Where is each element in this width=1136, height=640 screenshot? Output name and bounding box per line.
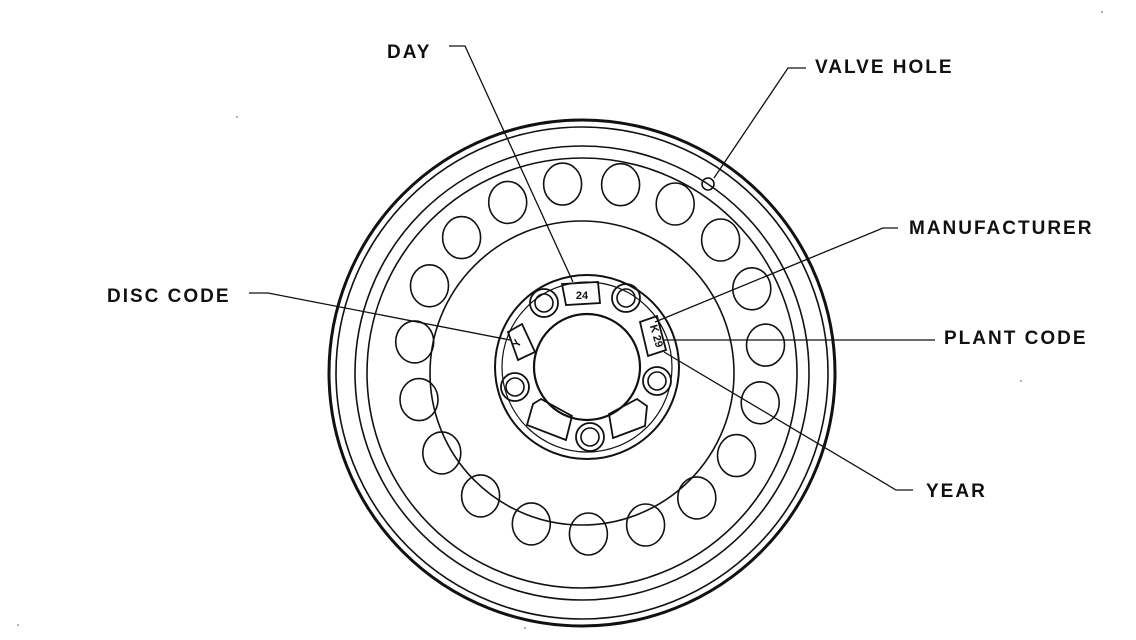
label-manufacturer: MANUFACTURER — [909, 218, 1093, 239]
stamp-disc-pad: Y — [506, 322, 537, 362]
leader-valve-hole — [713, 67, 806, 179]
plant-stamp-outline — [638, 314, 668, 358]
lug-hole — [580, 427, 600, 447]
lug-hole — [647, 371, 667, 391]
scan-speck — [1020, 380, 1022, 382]
vent-hole — [676, 476, 717, 520]
leader-disc-code — [249, 292, 511, 341]
center-bore — [532, 312, 642, 422]
leader-manufacturer — [654, 227, 898, 323]
vent-hole — [394, 320, 435, 364]
scan-speck — [17, 624, 19, 626]
vent-hole — [487, 180, 528, 225]
lug-hole-seat — [642, 366, 672, 396]
lug-hole — [505, 377, 525, 397]
vent-hole — [441, 215, 482, 260]
vent-hole — [740, 380, 781, 425]
rim-bead-seat — [366, 157, 798, 589]
hub-plate-bevel — [501, 281, 673, 453]
vent-hole — [700, 218, 741, 262]
scan-speck — [236, 116, 238, 118]
day-stamp-value: 24 — [576, 290, 589, 302]
stamp-plant-pad: K 29 — [638, 314, 668, 358]
label-valve-hole: VALVE HOLE — [815, 57, 954, 78]
rim-lip — [335, 126, 829, 620]
day-stamp-outline — [560, 281, 601, 306]
vent-hole — [421, 431, 462, 475]
vent-hole — [399, 377, 439, 422]
vent-hole — [511, 502, 552, 546]
vent-hole — [600, 162, 641, 207]
disc-stamp-outline — [506, 322, 537, 362]
vent-hole — [542, 162, 583, 206]
scan-speck — [1101, 11, 1103, 13]
vent-hole-group — [394, 162, 786, 556]
lug-hole-group — [500, 283, 672, 452]
leader-lines — [249, 45, 935, 491]
rim-outer-edge — [327, 118, 837, 628]
label-plant-code: PLANT CODE — [944, 328, 1088, 349]
scan-speck — [524, 627, 526, 629]
vent-hole — [409, 263, 450, 308]
vent-hole — [460, 474, 501, 518]
label-year: YEAR — [926, 481, 987, 502]
vent-hole — [568, 512, 609, 556]
vent-hole — [625, 503, 666, 547]
lug-hole-seat — [500, 372, 530, 402]
vent-hole — [716, 433, 757, 478]
label-day: DAY — [387, 42, 431, 63]
blank-stamp-pad-left — [525, 397, 574, 442]
label-disc-code: DISC CODE — [107, 286, 231, 307]
blank-stamp-pad-right — [608, 397, 648, 440]
stamp-day-pad: 24 — [560, 281, 601, 306]
lug-hole-seat — [529, 288, 559, 318]
disc-inner-ring — [429, 220, 735, 526]
leader-day — [449, 45, 574, 283]
leader-year — [663, 351, 913, 491]
vent-hole — [731, 266, 772, 311]
lug-hole — [616, 288, 636, 308]
lug-hole — [534, 293, 554, 313]
wheel-rim — [327, 118, 837, 628]
vent-hole — [745, 323, 786, 367]
disc-stamp-value: Y — [510, 337, 524, 350]
valve-hole — [701, 177, 715, 191]
vent-hole — [655, 182, 696, 226]
rim-flange — [354, 145, 810, 601]
lug-hole-seat — [575, 422, 605, 452]
hub-plate-outer — [494, 274, 680, 460]
hub-plate — [494, 274, 680, 460]
lug-hole-seat — [611, 283, 641, 313]
